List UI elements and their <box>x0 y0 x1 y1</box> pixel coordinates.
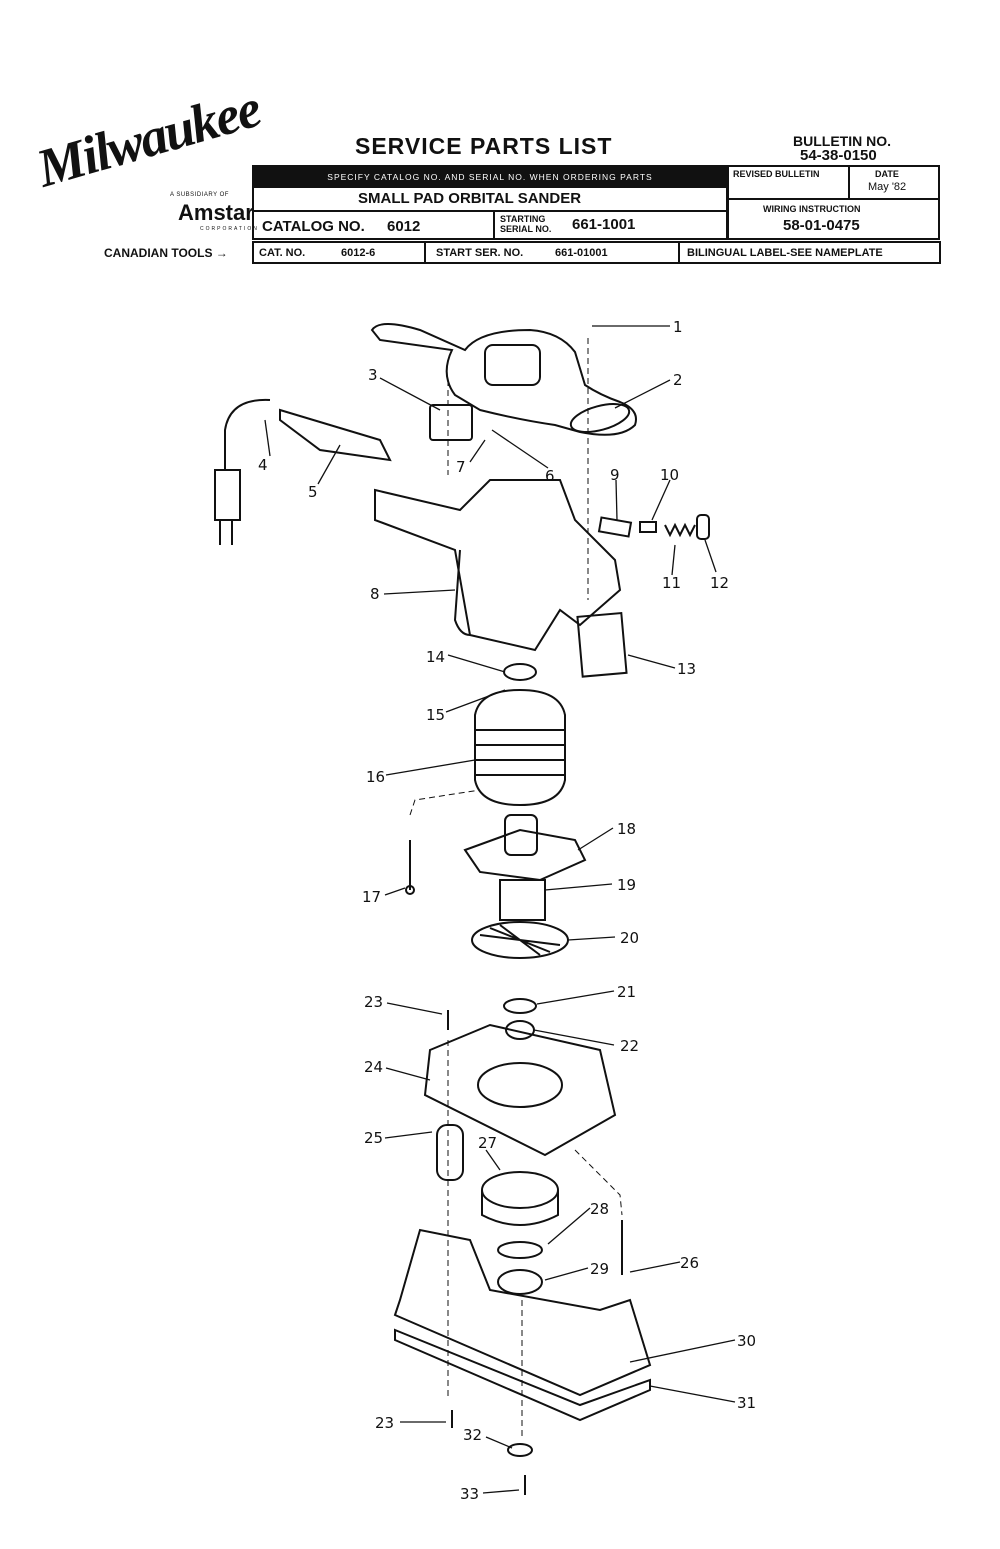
handle-housing <box>370 323 637 436</box>
cord-plug <box>214 398 271 545</box>
callout-12: 12 <box>710 574 729 592</box>
callout-20: 20 <box>620 929 639 947</box>
callout-18: 18 <box>617 820 636 838</box>
callout-1: 1 <box>673 318 683 336</box>
bulletin-number: 54-38-0150 <box>800 147 877 164</box>
spring <box>664 522 696 538</box>
callout-13: 13 <box>677 660 696 678</box>
milwaukee-logo: Milwaukee A SUBSIDIARY OF Amstar CORPORA… <box>30 78 266 270</box>
serial-number: 661-1001 <box>572 216 636 233</box>
ordering-instruction-bar: SPECIFY CATALOG NO. AND SERIAL NO. WHEN … <box>253 166 727 188</box>
baffle <box>463 828 587 882</box>
bearing-housing <box>423 1023 617 1157</box>
brand-name: Milwaukee <box>30 78 266 199</box>
divider <box>848 166 850 198</box>
wiring-instruction-number: 58-01-0475 <box>783 217 860 234</box>
base <box>393 1228 652 1397</box>
callout-17: 17 <box>362 888 381 906</box>
callout-6: 6 <box>545 467 555 485</box>
counterweight <box>481 1171 559 1209</box>
divider <box>678 242 680 263</box>
callout-21: 21 <box>617 983 636 1001</box>
bulletin-label: BULLETIN NO. <box>793 133 891 149</box>
field-coil <box>474 688 566 807</box>
pad-knob <box>569 403 631 433</box>
brush-holder <box>597 516 633 538</box>
switch <box>429 404 473 441</box>
amstar-logo: Amstar <box>178 200 254 225</box>
page-title: SERVICE PARTS LIST <box>355 133 613 159</box>
retaining-ring <box>503 998 537 1014</box>
callout-24: 24 <box>364 1058 383 1076</box>
callout-32: 32 <box>463 1426 482 1444</box>
bearing <box>503 663 537 681</box>
bearing <box>497 1269 543 1295</box>
callout-4: 4 <box>258 456 268 474</box>
callout-31: 31 <box>737 1394 756 1412</box>
divider <box>728 198 939 200</box>
callout-10: 10 <box>660 466 679 484</box>
canadian-tools-label: CANADIAN TOOLS → <box>104 246 228 260</box>
canadian-tools-text: CANADIAN TOOLS <box>104 246 213 260</box>
divider <box>493 211 495 239</box>
wiring-instruction-label: WIRING INSTRUCTION <box>763 204 861 214</box>
bilingual-label-note: BILINGUAL LABEL-SEE NAMEPLATE <box>687 247 883 259</box>
callout-30: 30 <box>737 1332 756 1350</box>
corporation-text: CORPORATION <box>200 226 259 232</box>
cat-no-label: CAT. NO. <box>259 247 306 259</box>
callout-27: 27 <box>478 1134 497 1152</box>
callout-16: 16 <box>366 768 385 786</box>
date-label: DATE <box>875 169 899 179</box>
washer <box>507 1443 533 1457</box>
callout-2: 2 <box>673 371 683 389</box>
callout-25: 25 <box>364 1129 383 1147</box>
callout-5: 5 <box>308 483 318 501</box>
brush-cap <box>696 514 710 540</box>
subsidiary-text: A SUBSIDIARY OF <box>170 192 229 198</box>
product-name: SMALL PAD ORBITAL SANDER <box>358 190 582 207</box>
callout-7: 7 <box>456 458 466 476</box>
motor-housing <box>374 479 622 652</box>
pad <box>394 1328 651 1422</box>
sleeve <box>436 1124 464 1181</box>
callout-26: 26 <box>680 1254 699 1272</box>
handle-window <box>484 344 541 386</box>
start-serial-value: 661-01001 <box>555 247 608 259</box>
callout-29: 29 <box>590 1260 609 1278</box>
callout-23-bottom: 23 <box>375 1414 394 1432</box>
bulletin-box <box>727 165 940 240</box>
callout-9: 9 <box>610 466 620 484</box>
arrow-right-icon: → <box>215 246 228 260</box>
callout-14: 14 <box>426 648 445 666</box>
brush <box>639 521 657 533</box>
exploded-parts-diagram: 1 2 3 4 5 6 7 8 9 10 11 12 13 14 15 16 1… <box>214 318 756 1503</box>
armature <box>504 814 538 856</box>
catalog-label: CATALOG NO. <box>262 218 365 235</box>
callout-11: 11 <box>662 574 681 592</box>
date-value: May '82 <box>868 181 907 193</box>
start-serial-label: START SER. NO. <box>436 247 524 259</box>
serial-label: SERIAL NO. <box>500 224 552 234</box>
callout-28: 28 <box>590 1200 609 1218</box>
callout-23: 23 <box>364 993 383 1011</box>
divider <box>424 242 426 263</box>
callout-33: 33 <box>460 1485 479 1503</box>
cat-no-value: 6012-6 <box>341 247 376 259</box>
nameplate <box>576 611 628 678</box>
starting-label: STARTING <box>500 214 546 224</box>
cord-protector <box>279 408 392 462</box>
retaining-ring <box>497 1241 543 1259</box>
catalog-number: 6012 <box>387 218 421 235</box>
callout-8: 8 <box>370 585 380 603</box>
divider <box>253 210 727 212</box>
callout-22: 22 <box>620 1037 639 1055</box>
callout-15: 15 <box>426 706 445 724</box>
revised-bulletin-label: REVISED BULLETIN <box>733 169 820 179</box>
callout-3: 3 <box>368 366 378 384</box>
canadian-row <box>252 241 941 264</box>
callout-19: 19 <box>617 876 636 894</box>
